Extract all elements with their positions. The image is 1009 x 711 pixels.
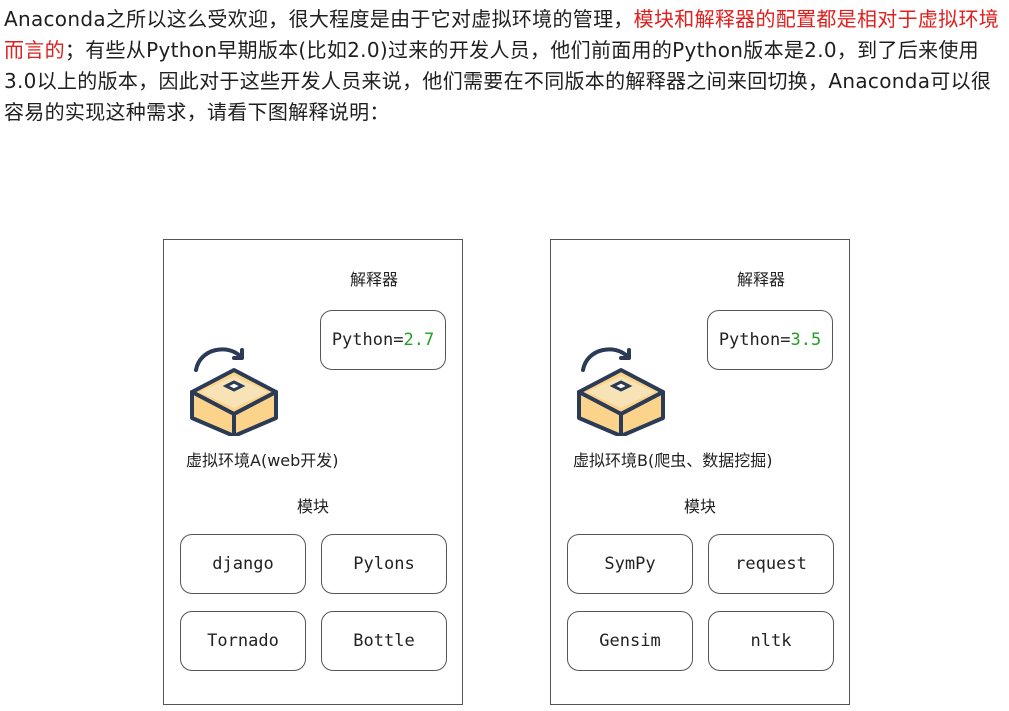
module-gensim: Gensim <box>567 611 693 671</box>
module-request: request <box>708 534 834 594</box>
virtual-env-panel-a: 解释器 Python=2.7 虚拟环境A(web开发) 模块 django Py… <box>163 239 463 705</box>
module-tornado: Tornado <box>180 611 306 671</box>
interpreter-title: 解释器 <box>737 270 786 289</box>
module-nltk: nltk <box>708 611 834 671</box>
module-django: django <box>180 534 306 594</box>
intro-text-2: ；有些从Python早期版本(比如2.0)过来的开发人员，他们前面用的Pytho… <box>4 38 992 124</box>
package-box-icon <box>190 347 278 436</box>
intro-paragraph: Anaconda之所以这么受欢迎，很大程度是由于它对虚拟环境的管理，模块和解释器… <box>4 4 1004 128</box>
modules-title: 模块 <box>684 497 717 516</box>
module-pylons: Pylons <box>321 534 447 594</box>
module-bottle: Bottle <box>321 611 447 671</box>
intro-text-1: Anaconda之所以这么受欢迎，很大程度是由于它对虚拟环境的管理， <box>4 7 634 31</box>
package-box-icon <box>577 347 665 436</box>
env-label: 虚拟环境A(web开发) <box>186 451 339 470</box>
env-label: 虚拟环境B(爬虫、数据挖掘) <box>573 451 773 470</box>
interpreter-box: Python=2.7 <box>320 310 446 370</box>
python-label: Python= <box>331 330 404 350</box>
interpreter-title: 解释器 <box>350 270 399 289</box>
interpreter-box: Python=3.5 <box>707 310 833 370</box>
python-version: 3.5 <box>790 330 822 350</box>
python-version: 2.7 <box>403 330 435 350</box>
module-sympy: SymPy <box>567 534 693 594</box>
modules-title: 模块 <box>297 497 330 516</box>
virtual-env-panel-b: 解释器 Python=3.5 虚拟环境B(爬虫、数据挖掘) 模块 SymPy r… <box>550 239 850 705</box>
python-label: Python= <box>718 330 791 350</box>
intro-highlight: 模块和解释器的配置都是相对于虚拟环境而言的 <box>4 7 1000 62</box>
